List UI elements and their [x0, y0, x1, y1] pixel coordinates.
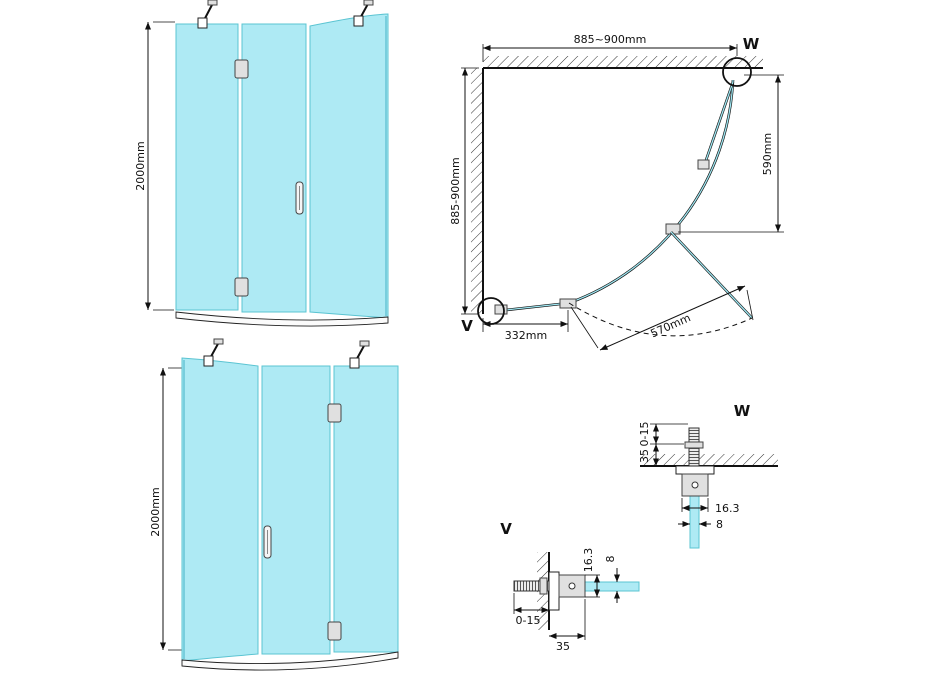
- door-handle: [295, 181, 304, 215]
- height-dimension-label: 2000mm: [134, 141, 147, 190]
- glass-dim-label: 8: [604, 556, 617, 563]
- curved-glass-panel: [309, 13, 389, 319]
- glass-assembly: [181, 338, 399, 671]
- clamp-dim-label: 16.3: [582, 548, 595, 573]
- fixed-panel-dimension: 332mm: [482, 310, 569, 342]
- clamp-screw: [568, 582, 576, 590]
- wall-profile-clamp: [559, 298, 577, 309]
- door-glass-panel: [261, 365, 331, 655]
- mounting-plate: [548, 571, 560, 611]
- hinge: [234, 59, 249, 79]
- hinge: [234, 277, 249, 297]
- height-dimension: 2000mm: [149, 367, 190, 651]
- mounting-plate: [675, 465, 715, 475]
- front-elevation-view: 2000mm: [134, 0, 389, 327]
- side-dimension: 590mm: [678, 74, 784, 233]
- glass-assembly: [175, 0, 389, 327]
- wall-profile-clamp: [494, 304, 508, 315]
- side-dimension-label: 590mm: [761, 133, 774, 175]
- base-rim: [175, 311, 389, 327]
- detail-marker-w-circle: [722, 57, 752, 87]
- wall-hatch-top: [483, 56, 763, 68]
- fixed-glass-panel: [175, 23, 239, 311]
- ceiling-hatch: [640, 454, 778, 466]
- height-dimension-label: 2000mm: [149, 487, 162, 536]
- ceiling-support-bracket: [197, 0, 218, 29]
- curved-glass-plan: [568, 79, 735, 305]
- wall-hatch-left: [471, 68, 483, 314]
- detail-marker-w-label: W: [743, 35, 760, 53]
- detail-marker-v-label: V: [461, 317, 473, 335]
- adjuster-nut: [539, 577, 548, 595]
- door-glass-panel: [241, 23, 307, 313]
- ceiling-support-bracket: [349, 340, 370, 369]
- depth-dimension-label: 885-900mm: [449, 157, 462, 224]
- hinge: [327, 403, 342, 423]
- ceiling-support-bracket: [203, 338, 224, 367]
- adjust-dim-label: 0-15: [638, 422, 651, 447]
- clamp-dim-label: 16.3: [715, 502, 740, 515]
- profile-dim-label: 35: [638, 449, 651, 463]
- adjust-dim-label: 0-15: [516, 614, 541, 627]
- fixed-panel-dimension-label: 332mm: [505, 329, 547, 342]
- door-dimension: 570mm: [570, 285, 754, 351]
- clamp-screw: [691, 481, 699, 489]
- detail-v-dimensions: 16.3 8 0-15 35: [513, 548, 620, 653]
- detail-v-title: V: [500, 520, 512, 538]
- depth-dimension: 885-900mm: [449, 67, 479, 315]
- detail-v-view: V 16.3 8 0-15 35: [500, 520, 640, 653]
- glass-dim-label: 8: [716, 518, 723, 531]
- curved-glass-panel: [181, 357, 259, 662]
- width-dimension: 885~900mm: [482, 33, 738, 62]
- height-dimension: 2000mm: [134, 21, 175, 311]
- door-dimension-label: 570mm: [649, 311, 693, 340]
- mirrored-elevation-view: 2000mm: [149, 338, 399, 671]
- hinge: [327, 621, 342, 641]
- width-dimension-label: 885~900mm: [574, 33, 647, 46]
- profile-dim-label: 35: [556, 640, 570, 653]
- door-handle: [263, 525, 272, 559]
- detail-w-view: W 0-15 35 16.3 8: [638, 402, 778, 549]
- base-rim: [181, 651, 399, 671]
- plan-view: 885~900mm 885-900mm 590mm 332mm 570mm: [449, 33, 784, 351]
- ceiling-support-bracket: [353, 0, 374, 27]
- detail-w-title: W: [734, 402, 751, 420]
- detail-w-dimensions: 0-15 35 16.3 8: [638, 422, 740, 531]
- fixed-glass-panel: [333, 365, 399, 653]
- detail-marker-v-circle: [477, 297, 505, 325]
- adjuster-nut: [684, 441, 704, 449]
